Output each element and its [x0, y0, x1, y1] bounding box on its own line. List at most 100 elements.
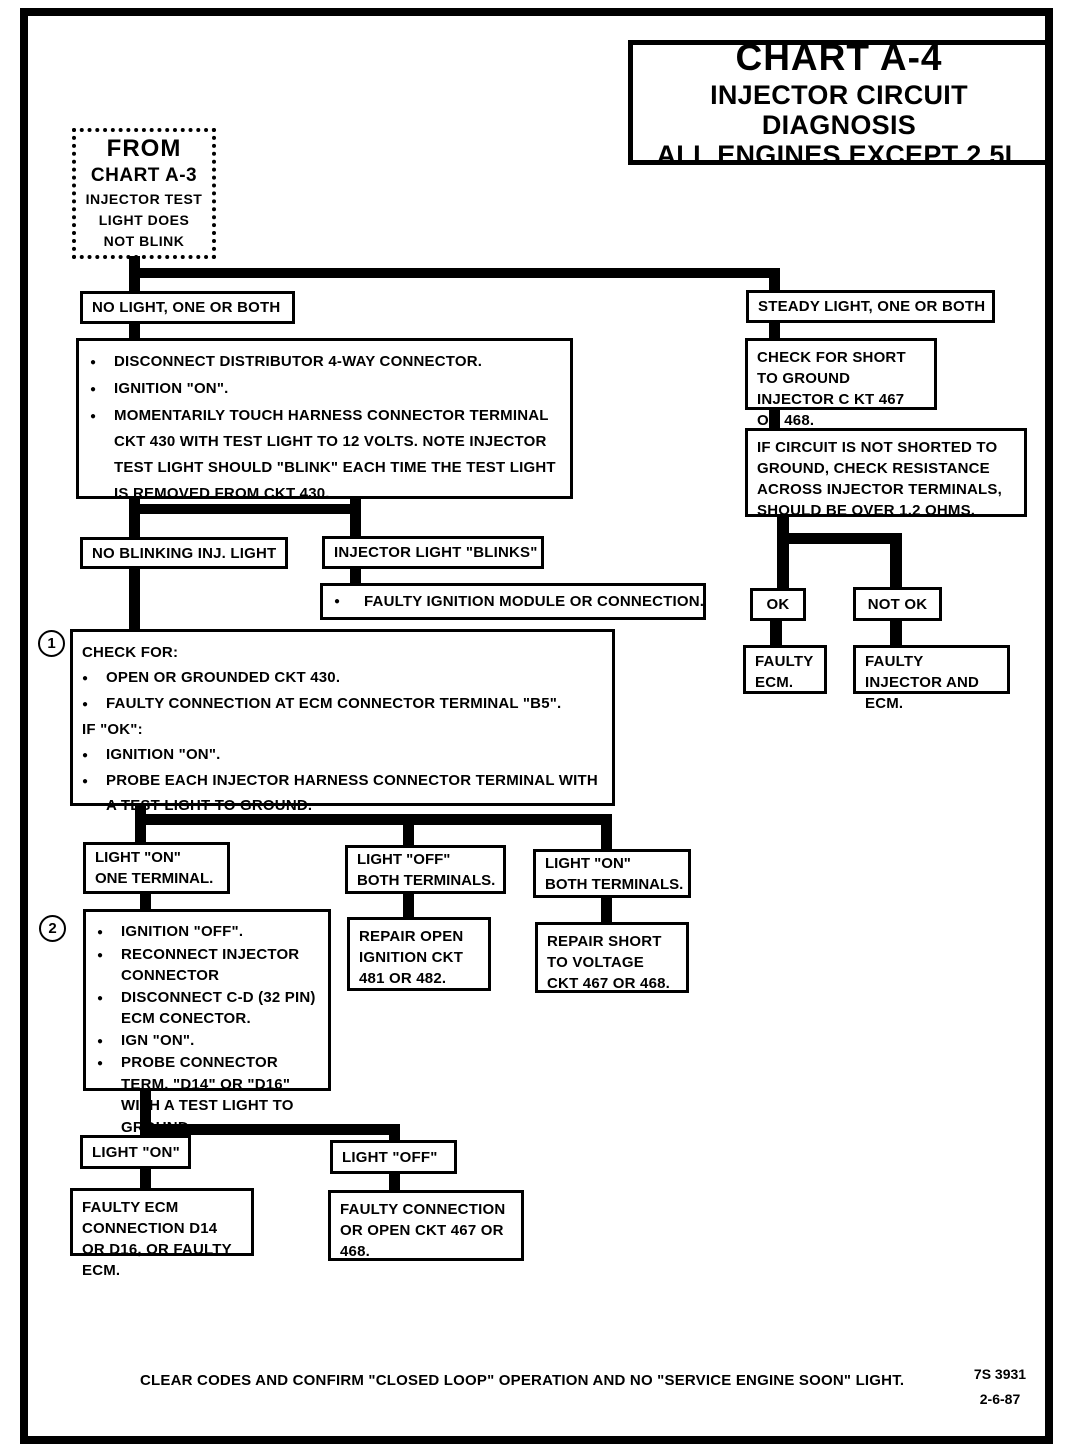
check-item-text: OPEN OR GROUNDED CKT 430. — [106, 669, 341, 686]
document-date: 2-6-87 — [979, 1391, 1021, 1407]
node-faulty-ecm: FAULTY ECM. — [743, 645, 827, 694]
connector-line — [890, 533, 902, 588]
connector-line — [140, 1168, 151, 1189]
node-light-on-both-line-1: LIGHT "ON" — [545, 854, 631, 872]
node-light-on-label: LIGHT "ON" — [92, 1143, 180, 1161]
connector-line — [140, 893, 151, 911]
chart-title-box: CHART A-4 INJECTOR CIRCUIT DIAGNOSIS ALL… — [628, 37, 1050, 170]
start-line-4: LIGHT DOES — [98, 212, 190, 228]
connector-line — [140, 1124, 400, 1135]
node-check-short-ground: CHECK FOR SHORT TO GROUND INJECTOR C KT … — [745, 338, 937, 429]
start-node-from-chart-a3: FROM CHART A-3 INJECTOR TEST LIGHT DOES … — [72, 128, 216, 259]
probe-step: ● IGN "ON". — [97, 1030, 318, 1053]
connector-line — [129, 268, 780, 278]
connector-line — [129, 256, 140, 270]
connector-line — [777, 533, 902, 544]
node-light-on-both-terminals: LIGHT "ON" BOTH TERMINALS. — [533, 849, 691, 898]
chart-title: CHART A-4 — [735, 36, 943, 78]
probe-step: ● IGNITION "OFF". — [97, 921, 318, 944]
probe-step-text: DISCONNECT C-D (32 PIN) ECM CONECTOR. — [121, 988, 316, 1028]
bullet-icon: ● — [90, 384, 97, 395]
check-item: ● PROBE EACH INJECTOR HARNESS CONNECTOR … — [82, 768, 602, 818]
node-light-on-one-terminal: LIGHT "ON" ONE TERMINAL. — [83, 842, 230, 894]
bullet-icon: ● — [97, 1035, 104, 1047]
check-if-ok-heading: IF "OK": — [82, 721, 143, 738]
bullet-icon: ● — [82, 776, 89, 787]
step-1-number: 1 — [47, 635, 56, 652]
node-not-ok: NOT OK — [853, 587, 942, 621]
node-faulty-ecm-label: FAULTY ECM. — [755, 653, 814, 691]
connector-line — [129, 568, 140, 630]
node-steady-light-label: STEADY LIGHT, ONE OR BOTH — [758, 298, 986, 315]
node-if-circuit-label: IF CIRCUIT IS NOT SHORTED TO GROUND, CHE… — [757, 439, 1002, 519]
node-faulty-connection-open-label: FAULTY CONNECTION OR OPEN CKT 467 OR 468… — [340, 1201, 506, 1260]
procedure-step: ● DISCONNECT DISTRIBUTOR 4-WAY CONNECTOR… — [90, 349, 560, 376]
procedure-step-text: DISCONNECT DISTRIBUTOR 4-WAY CONNECTOR. — [114, 353, 483, 370]
node-ok-label: OK — [766, 596, 790, 613]
connector-line — [777, 516, 789, 588]
start-line-3: INJECTOR TEST — [85, 191, 203, 207]
bullet-icon: ● — [97, 1058, 104, 1069]
bullet-icon: ● — [97, 949, 104, 961]
node-faulty-connection-open: FAULTY CONNECTION OR OPEN CKT 467 OR 468… — [328, 1190, 524, 1261]
procedure-step-text: MOMENTARILY TOUCH HARNESS CONNECTOR TERM… — [114, 407, 556, 502]
node-light-on: LIGHT "ON" — [80, 1135, 191, 1169]
node-no-light: NO LIGHT, ONE OR BOTH — [80, 291, 295, 324]
procedure-step: ● IGNITION "ON". — [90, 376, 560, 403]
document-number: 7S 3931 — [973, 1366, 1027, 1382]
connector-line — [140, 1091, 151, 1136]
connector-line — [129, 323, 140, 339]
connector-line — [601, 898, 612, 923]
bullet-icon: ● — [334, 596, 341, 607]
node-steady-light: STEADY LIGHT, ONE OR BOTH — [746, 290, 995, 323]
connector-line — [769, 276, 780, 292]
bullet-icon: ● — [82, 750, 89, 761]
connector-line — [135, 814, 612, 825]
connector-line — [129, 276, 140, 292]
probe-step: ● RECONNECT INJECTOR CONNECTOR — [97, 944, 318, 987]
bullet-icon: ● — [90, 411, 97, 422]
bullet-icon: ● — [97, 992, 104, 1004]
node-light-off-both-terminals: LIGHT "OFF" BOTH TERMINALS. — [345, 845, 506, 894]
node-probe-procedure: ● IGNITION "OFF". ● RECONNECT INJECTOR C… — [83, 909, 331, 1136]
node-injector-light-blinks: INJECTOR LIGHT "BLINKS" — [322, 536, 544, 569]
node-if-circuit-not-shorted: IF CIRCUIT IS NOT SHORTED TO GROUND, CHE… — [745, 428, 1027, 519]
procedure-step-text: IGNITION "ON". — [114, 380, 229, 397]
connector-line — [389, 1173, 400, 1191]
check-for-heading: CHECK FOR: — [82, 644, 179, 661]
connector-line — [403, 814, 414, 846]
check-item: ● OPEN OR GROUNDED CKT 430. — [82, 665, 602, 691]
footer-note: CLEAR CODES AND CONFIRM "CLOSED LOOP" OP… — [140, 1372, 930, 1389]
connector-line — [350, 498, 361, 537]
connector-line — [890, 620, 902, 646]
check-item-text: IGNITION "ON". — [106, 746, 221, 763]
node-faulty-ecm-connection: FAULTY ECM CONNECTION D14 OR D16, OR FAU… — [70, 1188, 254, 1279]
connector-line — [601, 814, 612, 850]
bullet-icon: ● — [97, 927, 104, 938]
chart-subtitle-1: INJECTOR CIRCUIT DIAGNOSIS — [710, 79, 968, 140]
probe-step-text: RECONNECT INJECTOR CONNECTOR — [121, 945, 300, 985]
step-1-badge: 1 — [38, 630, 65, 657]
probe-step-text: IGN "ON". — [121, 1031, 195, 1049]
bullet-icon: ● — [82, 673, 89, 684]
node-faulty-ignition-module: ● FAULTY IGNITION MODULE OR CONNECTION. — [320, 583, 706, 620]
node-no-blinking-light-label: NO BLINKING INJ. LIGHT — [92, 544, 277, 562]
connector-line — [389, 1124, 400, 1141]
node-faulty-ecm-connection-label: FAULTY ECM CONNECTION D14 OR D16, OR FAU… — [82, 1199, 232, 1279]
node-ok: OK — [750, 588, 806, 621]
node-injector-light-blinks-label: INJECTOR LIGHT "BLINKS" — [334, 544, 538, 561]
node-no-blinking-light: NO BLINKING INJ. LIGHT — [80, 537, 288, 569]
check-item: ● IGNITION "ON". — [82, 742, 602, 768]
chart-subtitle-2: ALL ENGINES EXCEPT 2.5L — [656, 139, 1022, 170]
node-light-off-both-line-2: BOTH TERMINALS. — [357, 871, 496, 889]
probe-step: ● DISCONNECT C-D (32 PIN) ECM CONECTOR. — [97, 987, 318, 1030]
connector-line — [350, 568, 361, 584]
footer-note-text: CLEAR CODES AND CONFIRM "CLOSED LOOP" OP… — [140, 1372, 905, 1389]
node-check-for: CHECK FOR: ● OPEN OR GROUNDED CKT 430. ●… — [70, 629, 615, 814]
page-border — [20, 8, 1053, 1444]
connector-line — [769, 409, 780, 429]
node-faulty-ignition-module-label: FAULTY IGNITION MODULE OR CONNECTION. — [364, 593, 705, 610]
node-light-on-one-line-1: LIGHT "ON" — [95, 849, 181, 866]
document-id: 7S 3931 2-6-87 — [950, 1362, 1050, 1412]
node-test-procedure: ● DISCONNECT DISTRIBUTOR 4-WAY CONNECTOR… — [76, 338, 573, 502]
